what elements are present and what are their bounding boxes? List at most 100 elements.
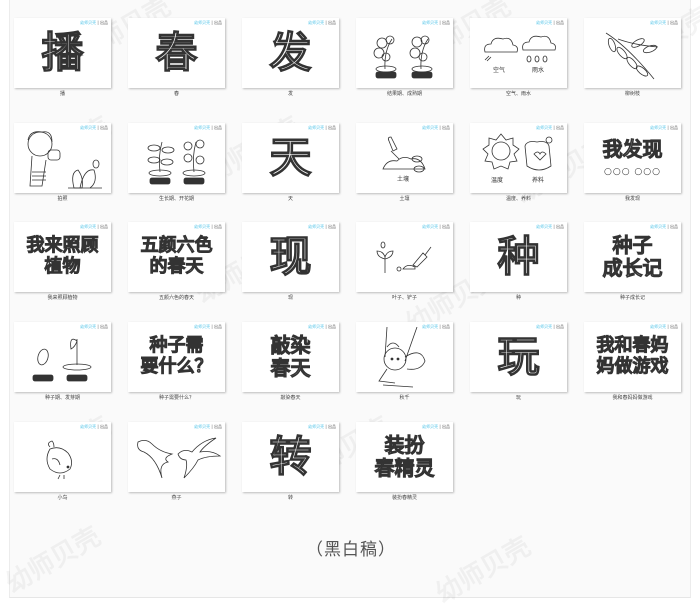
thumbnail-tile[interactable]: 幼师贝壳 | 出品我来照顾植物我来照顾植物: [14, 222, 111, 302]
growing-plant-icon: [142, 134, 212, 186]
thumbnail-card[interactable]: 幼师贝壳 | 出品现: [242, 222, 339, 292]
thumbnail-card[interactable]: 幼师贝壳 | 出品我和春妈妈做游戏: [584, 322, 681, 392]
thumbnail-card[interactable]: 幼师贝壳 | 出品装扮春精灵: [356, 422, 453, 492]
phrase-line: 种子: [612, 233, 653, 257]
thumbnail-caption: 发: [287, 91, 293, 97]
thumbnail-tile[interactable]: 幼师贝壳 | 出品柳树枝: [584, 18, 681, 98]
thumbnail-card[interactable]: 幼师贝壳 | 出品天: [242, 123, 339, 193]
thumbnail-tile[interactable]: 幼师贝壳 | 出品我发现○○○ ○○○我发现: [584, 123, 681, 203]
thumbnail-tile[interactable]: 幼师贝壳 | 出品敲染春天敲染春天: [242, 322, 339, 402]
brand-logo-separator: |: [324, 324, 328, 329]
thumbnail-tile[interactable]: 幼师贝壳 | 出品现现: [242, 222, 339, 302]
brand-logo-sub: 出品: [100, 324, 108, 329]
thumbnail-caption: 种子成长记: [619, 295, 645, 301]
outline-character: 春: [155, 28, 198, 77]
thumbnail-card[interactable]: 幼师贝壳 | 出品敲染春天: [242, 322, 339, 392]
blank-circles: ○○○ ○○○: [604, 167, 661, 178]
brand-logo: 幼师贝壳 | 出品: [650, 224, 678, 229]
thumbnail-tile[interactable]: 幼师贝壳 | 出品种子成长记种子成长记: [584, 222, 681, 302]
brand-logo-separator: |: [552, 125, 556, 130]
thumbnail-card[interactable]: 幼师贝壳 | 出品: [356, 18, 453, 88]
brand-logo-text: 幼师贝壳: [194, 20, 211, 25]
brand-logo: 幼师贝壳 | 出品: [308, 224, 336, 229]
brand-logo: 幼师贝壳 | 出品: [194, 224, 222, 229]
thumbnail-caption: 叶子、铲子: [391, 295, 417, 301]
thumbnail-card[interactable]: 幼师贝壳 | 出品土壤: [356, 123, 453, 193]
thumbnail-caption: 播: [59, 91, 65, 97]
brand-logo-text: 幼师贝壳: [650, 20, 667, 25]
thumbnail-tile[interactable]: 幼师贝壳 | 出品生长期、开花期: [128, 123, 225, 203]
thumbnail-caption: 燕子: [171, 495, 182, 501]
thumbnail-card[interactable]: 幼师贝壳 | 出品: [128, 123, 225, 193]
thumbnail-card[interactable]: 幼师贝壳 | 出品: [584, 18, 681, 88]
thumbnail-tile[interactable]: 幼师贝壳 | 出品叶子、铲子: [356, 222, 453, 302]
thumbnail-card[interactable]: 幼师贝壳 | 出品种子需要什么？: [128, 322, 225, 392]
soil-shovel-icon: 土壤: [377, 135, 433, 185]
thumbnail-card[interactable]: 幼师贝壳 | 出品我来照顾植物: [14, 222, 111, 292]
thumbnail-card[interactable]: 幼师贝壳 | 出品: [14, 322, 111, 392]
thumbnail-card[interactable]: 幼师贝壳 | 出品五颜六色的春天: [128, 222, 225, 292]
thumbnail-tile[interactable]: 幼师贝壳 | 出品发发: [242, 18, 339, 98]
thumbnail-tile[interactable]: 幼师贝壳 | 出品转转: [242, 422, 339, 502]
thumbnail-tile[interactable]: 幼师贝壳 | 出品种种: [470, 222, 567, 302]
outline-character: 播: [41, 28, 84, 77]
thumbnail-card[interactable]: 幼师贝壳 | 出品种: [470, 222, 567, 292]
brand-logo-text: 幼师贝壳: [194, 324, 211, 329]
thumbnail-tile[interactable]: 幼师贝壳 | 出品拍照: [14, 123, 111, 203]
thumbnail-card[interactable]: 幼师贝壳 | 出品温度养料: [470, 123, 567, 193]
thumbnail-tile[interactable]: 幼师贝壳 | 出品秋千: [356, 322, 453, 402]
thumbnail-tile[interactable]: 幼师贝壳 | 出品春春: [128, 18, 225, 98]
thumbnail-card[interactable]: 幼师贝壳 | 出品转: [242, 422, 339, 492]
thumbnail-tile[interactable]: 幼师贝壳 | 出品玩玩: [470, 322, 567, 402]
phrase-line: 春精灵: [374, 456, 435, 480]
brand-logo: 幼师贝壳 | 出品: [80, 324, 108, 329]
thumbnail-card[interactable]: 幼师贝壳 | 出品种子成长记: [584, 222, 681, 292]
thumbnail-card[interactable]: 幼师贝壳 | 出品玩: [470, 322, 567, 392]
thumbnail-card[interactable]: 幼师贝壳 | 出品: [14, 123, 111, 193]
brand-logo: 幼师贝壳 | 出品: [80, 125, 108, 130]
thumbnail-tile[interactable]: 幼师贝壳 | 出品温度养料温度、养料: [470, 123, 567, 203]
thumbnail-tile[interactable]: 幼师贝壳 | 出品燕子: [128, 422, 225, 502]
thumbnail-tile[interactable]: 幼师贝壳 | 出品小鸟: [14, 422, 111, 502]
thumbnail-card[interactable]: 幼师贝壳 | 出品春: [128, 18, 225, 88]
thumbnail-card[interactable]: 幼师贝壳 | 出品: [14, 422, 111, 492]
thumbnail-tile[interactable]: 幼师贝壳 | 出品装扮春精灵装扮春精灵: [356, 422, 453, 502]
thumbnail-caption: 空气、雨水: [505, 91, 531, 97]
footer-label: （黑白稿）: [306, 540, 396, 560]
thumbnail-tile[interactable]: 幼师贝壳 | 出品种子需要什么？ 种子需要什么？: [128, 322, 225, 402]
brand-logo-sub: 出品: [100, 125, 108, 130]
brand-logo: 幼师贝壳 | 出品: [536, 324, 564, 329]
brand-logo-text: 幼师贝壳: [308, 224, 325, 229]
brand-logo: 幼师贝壳 | 出品: [536, 20, 564, 25]
thumbnail-tile[interactable]: 幼师贝壳 | 出品我和春妈妈做游戏我和春妈妈做游戏: [584, 322, 681, 402]
brand-logo-text: 幼师贝壳: [80, 125, 97, 130]
brand-logo-text: 幼师贝壳: [422, 324, 439, 329]
thumbnail-tile[interactable]: 幼师贝壳 | 出品种子期、发芽期: [14, 322, 111, 402]
thumbnail-card[interactable]: 幼师贝壳 | 出品发: [242, 18, 339, 88]
svg-text:温度: 温度: [491, 176, 503, 184]
thumbnail-card[interactable]: 幼师贝壳 | 出品: [128, 422, 225, 492]
brand-logo-separator: |: [210, 125, 214, 130]
phrase-line: 成长记: [602, 256, 663, 280]
thumbnail-caption: 种子需要什么？: [158, 395, 194, 401]
brand-logo-separator: |: [552, 224, 556, 229]
svg-text:雨水: 雨水: [532, 66, 544, 74]
brand-logo-separator: |: [210, 424, 214, 429]
thumbnail-card[interactable]: 幼师贝壳 | 出品: [356, 322, 453, 392]
thumbnail-tile[interactable]: 幼师贝壳 | 出品土壤土壤: [356, 123, 453, 203]
thumbnail-tile[interactable]: 幼师贝壳 | 出品播播: [14, 18, 111, 98]
thumbnail-card[interactable]: 幼师贝壳 | 出品播: [14, 18, 111, 88]
thumbnail-tile[interactable]: 幼师贝壳 | 出品空气雨水空气、雨水: [470, 18, 567, 98]
brand-logo-sub: 出品: [442, 324, 450, 329]
outline-phrase: 五颜六色的春天: [140, 235, 213, 277]
brand-logo-text: 幼师贝壳: [194, 125, 211, 130]
thumbnail-tile[interactable]: 幼师贝壳 | 出品五颜六色的春天五颜六色的春天: [128, 222, 225, 302]
thumbnail-tile[interactable]: 幼师贝壳 | 出品天天: [242, 123, 339, 203]
thumbnail-card[interactable]: 幼师贝壳 | 出品我发现○○○ ○○○: [584, 123, 681, 193]
thumbnail-card[interactable]: 幼师贝壳 | 出品空气雨水: [470, 18, 567, 88]
thumbnail-card[interactable]: 幼师贝壳 | 出品: [356, 222, 453, 292]
brand-logo-sub: 出品: [556, 20, 564, 25]
thumbnail-tile[interactable]: 幼师贝壳 | 出品结果期、成熟期: [356, 18, 453, 98]
swing-girl-icon: [365, 327, 445, 391]
